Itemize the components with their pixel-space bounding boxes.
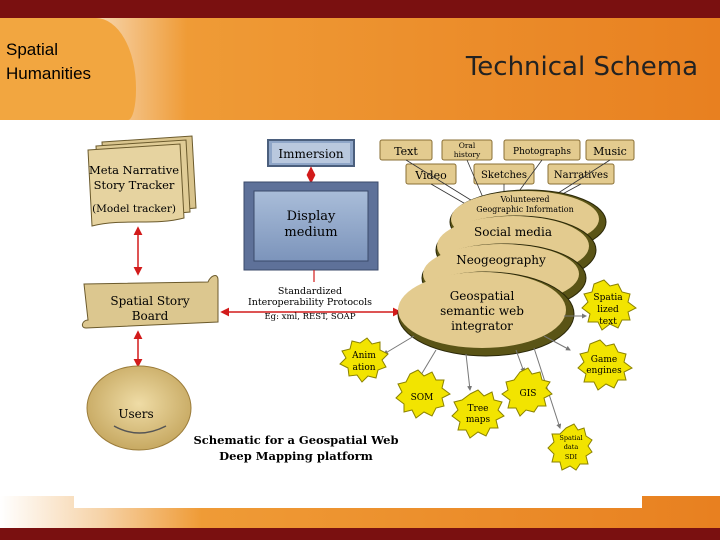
diagram-frame: Meta Narrative Story Tracker (Model trac…: [74, 122, 642, 508]
spatialized-line-3: text: [599, 317, 617, 327]
users-label: Users: [118, 407, 153, 421]
caption-line-2: Deep Mapping platform: [219, 449, 373, 463]
media-tags: Text Oral history Photographs Music Vide…: [379, 139, 635, 185]
immersion-label: Immersion: [278, 147, 344, 161]
schema-diagram: Meta Narrative Story Tracker (Model trac…: [81, 135, 637, 471]
layer-integrator-1: Geospatial: [450, 289, 515, 303]
meta-narrative-line-3: (Model tracker): [92, 203, 176, 215]
spatialized-line-1: Spatia: [593, 293, 623, 303]
game-engines-line-2: engines: [586, 366, 622, 376]
display-label-1: Display: [287, 209, 336, 224]
story-board-line-2: Board: [132, 309, 169, 323]
tag-narratives: Narratives: [554, 170, 608, 181]
animation-line-2: ation: [352, 363, 375, 373]
story-board-line-1: Spatial Story: [110, 294, 190, 308]
protocols-line-3: Eg: xml, REST, SOAP: [264, 312, 355, 322]
spatial-data-line-2: data: [564, 443, 579, 451]
layer-vgi-2: Geographic Information: [476, 205, 574, 214]
burst-gis: GIS: [501, 367, 553, 417]
layer-social: Social media: [474, 225, 552, 239]
tree-maps-line-1: Tree: [468, 404, 489, 414]
users-face: Users: [86, 365, 192, 451]
burst-tree-maps: Tree maps: [451, 389, 505, 439]
tag-history: history: [454, 150, 481, 159]
burst-animation: Anim ation: [339, 337, 389, 383]
tag-text: Text: [394, 145, 418, 158]
animation-line-1: Anim: [351, 351, 376, 361]
display-medium-box: Display medium: [243, 181, 379, 271]
immersion-box: Immersion: [267, 139, 355, 167]
som-label: SOM: [411, 393, 434, 403]
tree-maps-line-2: maps: [466, 415, 491, 425]
meta-narrative-line-2: Story Tracker: [94, 178, 175, 192]
slide-title: Technical Schema: [465, 52, 698, 82]
brand-label: Spatial Humanities: [6, 40, 92, 83]
tag-oral: Oral: [459, 141, 476, 150]
spatialized-line-2: lized: [597, 305, 619, 315]
game-engines-line-1: Game: [591, 355, 617, 365]
burst-spatial-data: Spatial data SDI: [547, 423, 593, 471]
layer-neo: Neogeography: [456, 253, 546, 267]
burst-spatialized-text: Spatia lized text: [581, 279, 637, 331]
protocols-line-1: Standardized: [278, 286, 342, 297]
spatial-data-line-3: SDI: [565, 453, 578, 461]
meta-narrative-tracker: Meta Narrative Story Tracker (Model trac…: [87, 135, 197, 227]
brand-panel: Spatial Humanities: [0, 18, 136, 120]
layer-vgi-1: Volunteered: [499, 195, 549, 204]
tag-music: Music: [593, 145, 627, 158]
display-label-2: medium: [284, 225, 337, 240]
spatial-data-line-1: Spatial: [559, 434, 582, 442]
tag-sketches: Sketches: [481, 170, 527, 181]
layer-integrator-2: semantic web: [440, 304, 524, 318]
caption-line-1: Schematic for a Geospatial Web: [193, 433, 398, 447]
layer-stack: Volunteered Geographic Information Socia…: [397, 189, 607, 357]
meta-narrative-line-1: Meta Narrative: [89, 163, 179, 177]
burst-som: SOM: [395, 369, 451, 419]
top-accent-bar: [0, 0, 720, 18]
burst-game-engines: Game engines: [577, 339, 633, 391]
gis-label: GIS: [520, 389, 537, 399]
protocols-line-2: Interoperability Protocols: [248, 297, 372, 308]
bottom-accent-bar: [0, 528, 720, 540]
spatial-story-board: Spatial Story Board: [81, 275, 219, 329]
tag-photographs: Photographs: [513, 147, 571, 157]
layer-integrator-3: integrator: [451, 319, 513, 333]
